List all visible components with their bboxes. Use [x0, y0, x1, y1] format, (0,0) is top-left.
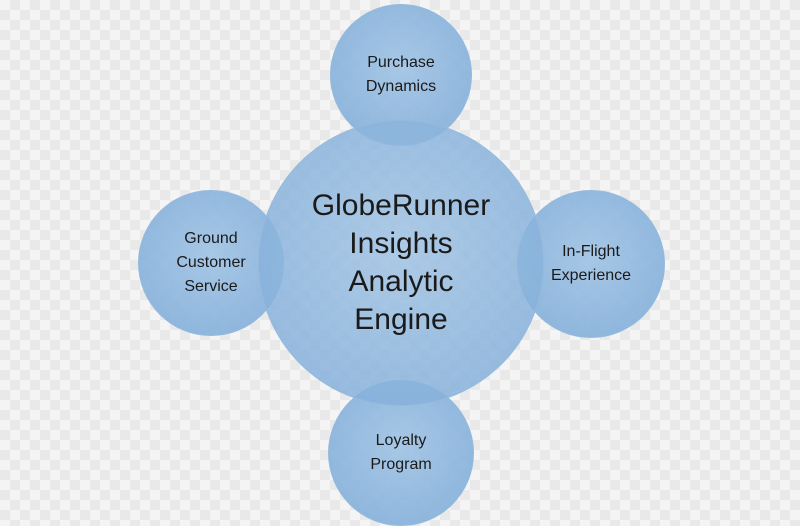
- node-label-line: Experience: [550, 267, 632, 284]
- node-loyalty-program: Loyalty Program: [328, 380, 474, 526]
- node-label: Loyalty Program: [370, 429, 431, 477]
- center-label-line: GlobeRunner: [311, 189, 491, 222]
- center-node-globerunner-engine: GlobeRunner Insights Analytic Engine: [258, 120, 544, 406]
- center-label-line: Engine: [354, 303, 448, 336]
- node-label-line: In-Flight: [562, 243, 620, 260]
- node-label-line: Program: [370, 456, 432, 473]
- center-label-line: Insights: [349, 227, 453, 260]
- node-label-line: Loyalty: [375, 432, 427, 449]
- node-label-line: Dynamics: [365, 78, 437, 95]
- node-label-line: Purchase: [367, 54, 435, 71]
- node-label: In-Flight Experience: [551, 240, 631, 288]
- node-label: Ground Customer Service: [176, 227, 245, 299]
- center-label: GlobeRunner Insights Analytic Engine: [312, 187, 490, 339]
- node-label: Purchase Dynamics: [366, 51, 436, 99]
- node-label-line: Ground: [184, 230, 238, 247]
- node-label-line: Customer: [176, 254, 246, 271]
- node-label-line: Service: [184, 278, 238, 295]
- center-label-line: Analytic: [348, 265, 454, 298]
